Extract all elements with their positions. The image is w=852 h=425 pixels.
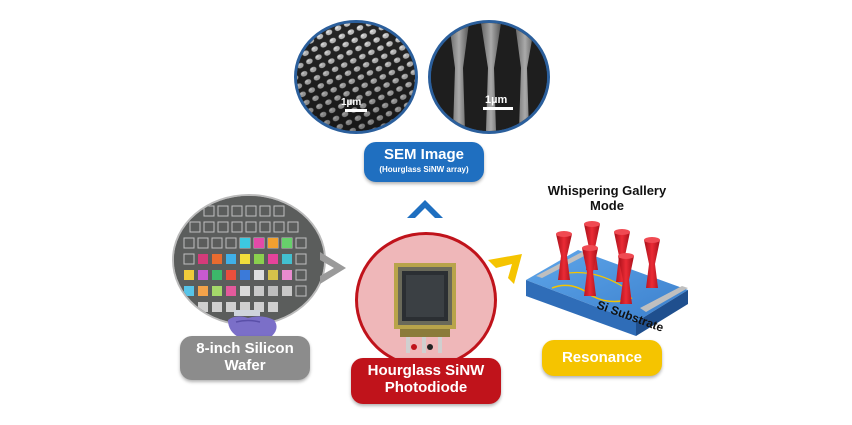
whispering-line1: Whispering Gallery [547,183,667,198]
wafer-die-grid [174,196,324,324]
silicon-wafer-circle [172,194,326,326]
wafer-line2: Wafer [224,357,266,374]
sem-nanowire-texture [431,23,547,131]
sem-image-array-circle: 1µm [294,20,418,134]
photodiode-line1: Hourglass SiNW [367,362,485,379]
sem-title: SEM Image [383,146,465,163]
wafer-line1: 8-inch Silicon [196,340,294,357]
whispering-line2: Mode [590,198,624,213]
scale-bar-right [483,107,513,110]
sem-subtitle: (Hourglass SiNW array) [379,165,469,174]
chevron-right-icon [320,252,346,284]
chevron-up-icon [407,200,443,218]
scale-bar-left [345,109,367,112]
photodiode-line2: Photodiode [384,379,468,396]
resonance-text: Resonance [561,349,643,366]
photodiode-chip [394,263,456,353]
sem-image-nanowire-circle: 1µm [428,20,550,134]
scale-label-right: 1µm [485,94,508,106]
photodiode-circle [355,232,497,368]
chevron-right-up-icon [488,254,522,284]
photodiode-label: Hourglass SiNW Photodiode [351,358,501,404]
sem-array-texture [297,23,415,131]
sem-image-label: SEM Image (Hourglass SiNW array) [364,142,484,182]
si-substrate-illustration: Si Substrate [526,221,688,336]
resonance-label: Resonance [542,340,662,376]
whispering-gallery-title: Whispering Gallery Mode [532,183,682,213]
scale-label-left: 1µm [341,97,362,108]
gloved-hand-icon [228,310,277,340]
silicon-wafer-label: 8-inch Silicon Wafer [180,336,310,380]
